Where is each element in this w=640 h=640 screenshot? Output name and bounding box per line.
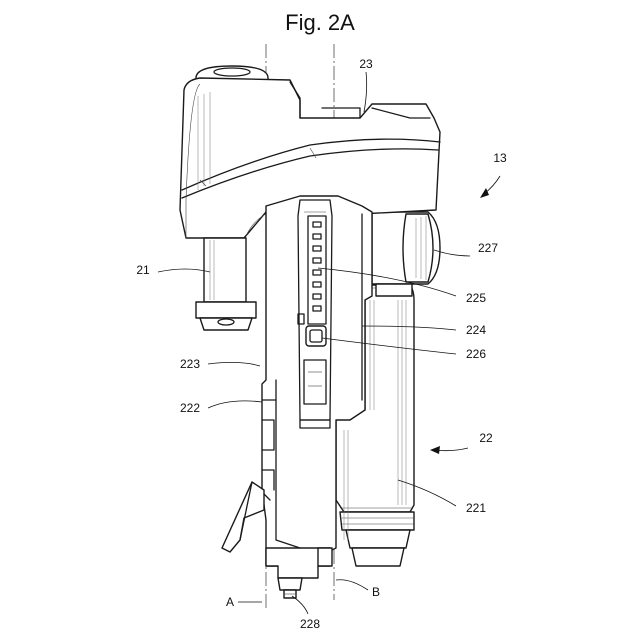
lower-bracket (222, 482, 270, 552)
label-23: 23 (359, 57, 373, 71)
base-228 (266, 548, 332, 598)
label-b: B (372, 585, 380, 599)
motor-21 (196, 238, 256, 330)
label-21: 21 (136, 263, 150, 277)
label-22: 22 (479, 431, 493, 445)
label-224: 224 (466, 323, 486, 337)
label-223: 223 (180, 357, 200, 371)
label-221: 221 (466, 501, 486, 515)
label-227: 227 (478, 241, 498, 255)
label-222: 222 (180, 401, 200, 415)
figure-title: Fig. 2A (285, 10, 355, 35)
label-226: 226 (466, 347, 486, 361)
label-13: 13 (493, 151, 507, 165)
label-228: 228 (300, 617, 320, 631)
cap-227 (372, 212, 440, 296)
label-225: 225 (466, 291, 486, 305)
label-a: A (226, 595, 234, 609)
